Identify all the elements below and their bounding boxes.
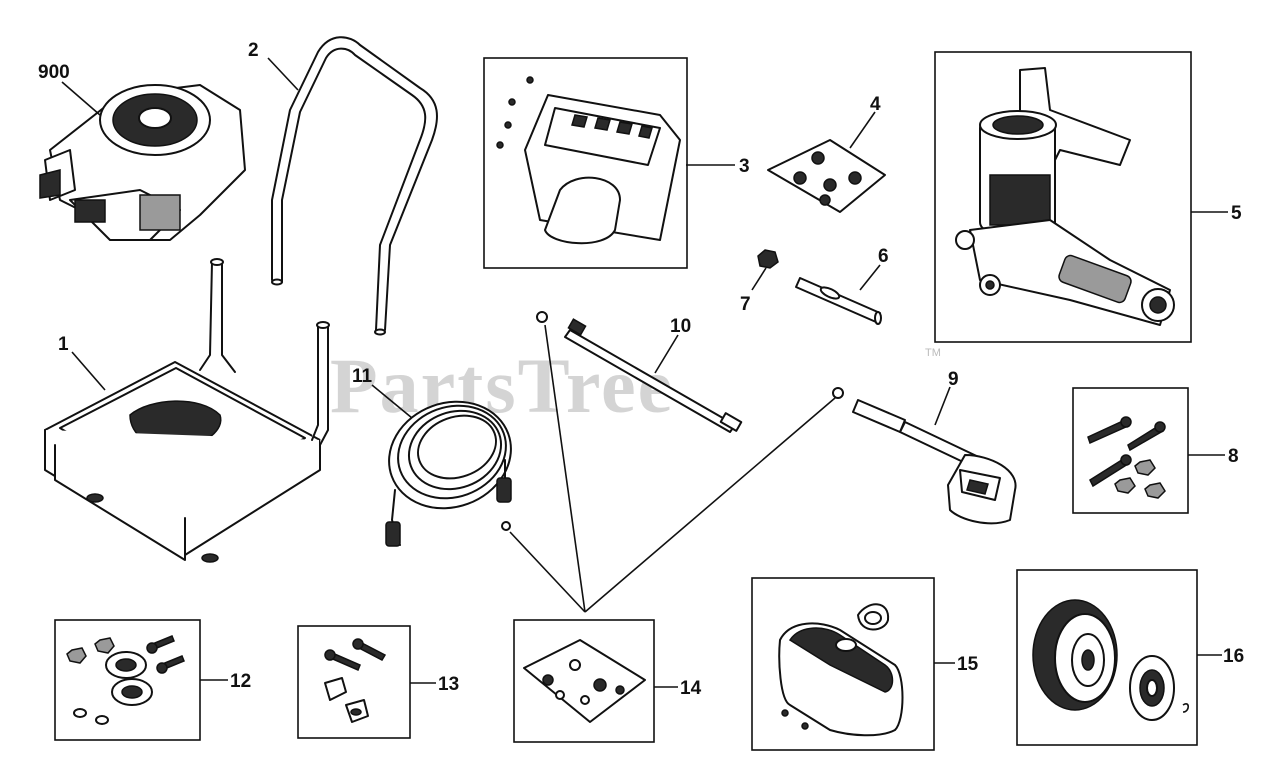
callout-15: 15 [957,654,979,675]
leader-14c [584,397,836,613]
hose-part[interactable] [374,385,526,547]
bolts-8-part[interactable] [1087,416,1166,499]
leader-14b [509,531,586,613]
fuel-tank-15-part[interactable] [778,603,904,737]
leader-9 [934,386,951,426]
o-ring-kit-14-part[interactable] [523,639,646,723]
box-13 [297,625,411,739]
callout-4: 4 [870,94,881,115]
callout-5: 5 [1231,203,1242,224]
callout-900: 900 [38,62,70,83]
spray-gun-part[interactable] [832,387,1017,525]
callout-11: 11 [352,366,373,387]
handle-part[interactable] [271,36,438,336]
box-14 [513,619,655,743]
nut-7-part[interactable] [757,249,779,269]
box-3 [483,57,688,269]
engine-part[interactable] [39,84,246,241]
callout-12: 12 [230,671,251,692]
leader-10 [654,334,679,374]
callout-6: 6 [878,246,889,267]
callout-13: 13 [438,674,459,695]
leader-2 [267,57,299,91]
leader-14a [544,324,586,613]
shaft-part[interactable] [795,277,882,325]
leader-1 [71,351,106,391]
box-15 [751,577,935,751]
bracket-part[interactable] [496,76,681,245]
callout-10: 10 [670,316,691,337]
box-5 [934,51,1192,343]
leader-7 [751,267,767,291]
callout-9: 9 [948,369,959,390]
callout-14: 14 [680,678,702,699]
fasteners-13-part[interactable] [324,638,387,723]
callout-8: 8 [1228,446,1239,467]
leader-4 [849,111,876,149]
wheel-hardware-12-part[interactable] [66,635,185,725]
callout-1: 1 [58,334,69,355]
lance-part[interactable] [536,311,743,433]
wheel-16-part[interactable] [1032,599,1190,721]
callout-7: 7 [740,294,751,315]
leader-900 [61,81,101,116]
leader-11 [371,384,413,419]
watermark-trademark: TM [925,347,941,359]
box-8 [1072,387,1189,514]
leader-6 [859,264,881,291]
frame-base-part[interactable] [44,258,330,563]
hardware-bag-part[interactable] [767,139,886,213]
pump-part[interactable] [955,67,1175,326]
callout-2: 2 [248,40,259,61]
box-16 [1016,569,1198,746]
callout-3: 3 [739,156,750,177]
watermark-text: PartsTree [330,342,674,429]
callout-16: 16 [1223,646,1244,667]
